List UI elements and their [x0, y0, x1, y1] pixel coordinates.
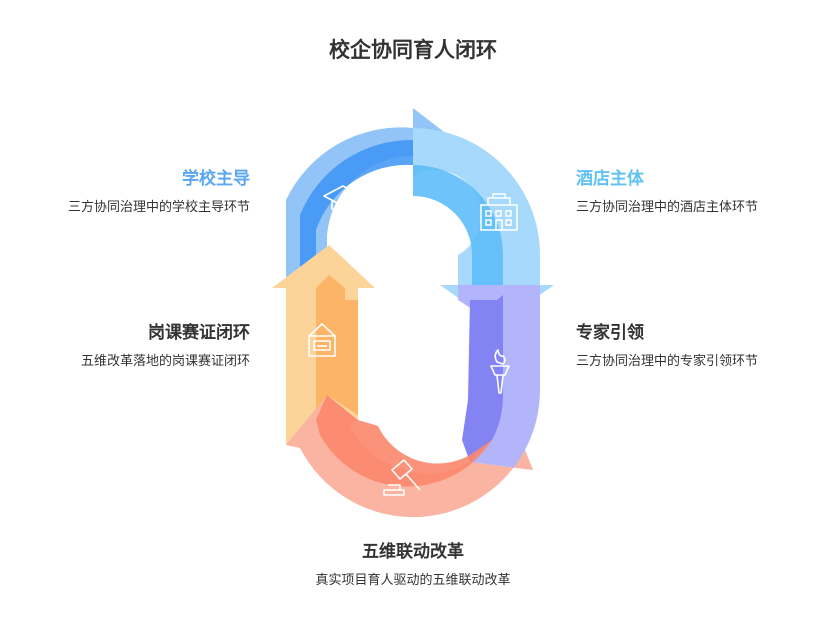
node-school-heading: 学校主导: [182, 169, 250, 189]
segment-expert-inner: [462, 295, 504, 462]
node-closed-loop-desc: 五维改革落地的岗课赛证闭环: [80, 354, 250, 369]
gavel-icon: [383, 459, 421, 496]
segment-closed-loop-inner: [316, 275, 358, 415]
node-school: 学校主导 三方协同治理中的学校主导环节: [68, 168, 250, 217]
torch-icon: [490, 349, 510, 394]
node-hotel: 酒店主体 三方协同治理中的酒店主体环节: [576, 168, 758, 217]
node-closed-loop: 岗课赛证闭环 五维改革落地的岗课赛证闭环: [81, 322, 250, 371]
node-school-desc: 三方协同治理中的学校主导环节: [67, 200, 250, 215]
node-expert-desc: 三方协同治理中的专家引领环节: [576, 354, 759, 369]
node-expert: 专家引领 三方协同治理中的专家引领环节: [576, 322, 758, 371]
graduation-cap-icon: [323, 185, 363, 213]
node-hotel-heading: 酒店主体: [576, 169, 644, 189]
node-hotel-desc: 三方协同治理中的酒店主体环节: [576, 200, 759, 215]
diagram-title: 校企协同育人闭环: [329, 38, 497, 62]
node-reform-heading: 五维联动改革: [362, 542, 464, 562]
segment-expert: [458, 285, 540, 470]
node-reform: 五维联动改革 真实项目育人驱动的五维联动改革: [263, 541, 563, 590]
node-closed-loop-heading: 岗课赛证闭环: [148, 323, 250, 343]
segment-hotel-inner: [413, 165, 515, 308]
node-reform-desc: 真实项目育人驱动的五维联动改革: [315, 573, 511, 588]
certificate-board-icon: [308, 323, 336, 357]
segment-school-inner: [300, 139, 443, 283]
segment-reform-inner: [316, 395, 492, 487]
hotel-building-icon: [480, 193, 518, 231]
node-expert-heading: 专家引领: [576, 323, 644, 343]
